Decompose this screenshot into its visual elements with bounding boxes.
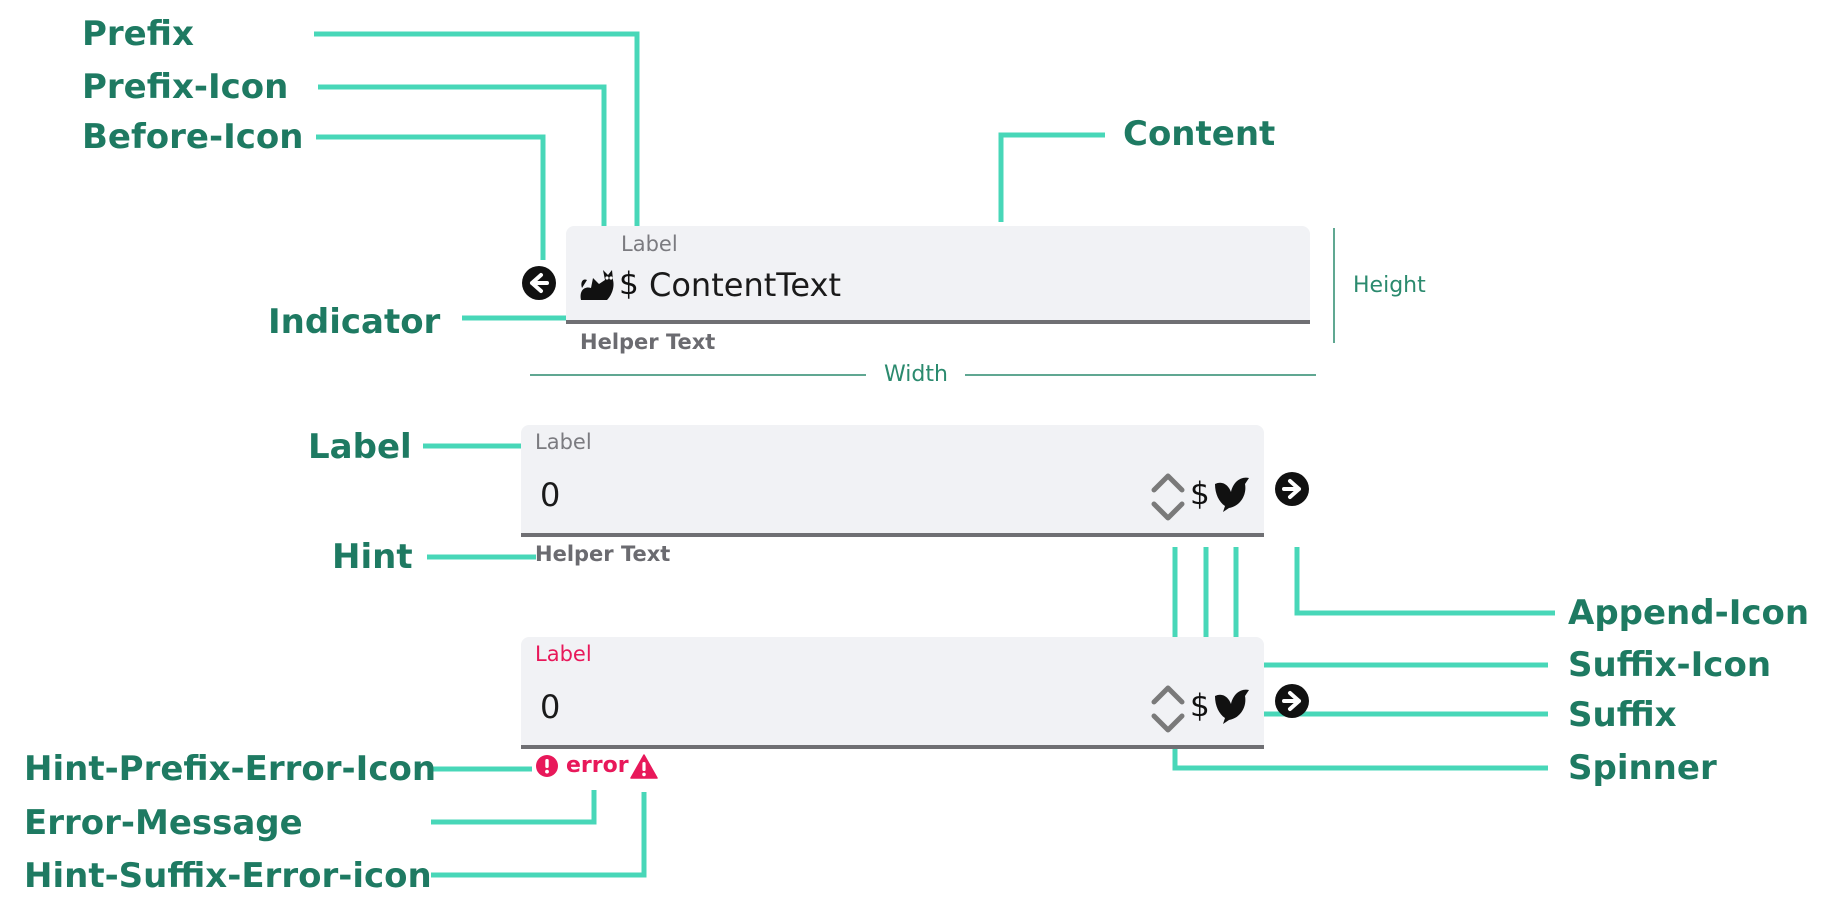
- suffix-text: $: [1190, 476, 1210, 512]
- cat-icon: [580, 270, 614, 300]
- field-label: Label: [621, 232, 678, 256]
- connector-hint-suffix-error-icon: [431, 792, 647, 878]
- connector-prefix-icon: [318, 84, 607, 259]
- annotation-suffix: Suffix: [1568, 695, 1677, 735]
- annotation-label: Label: [308, 427, 412, 467]
- annotation-content: Content: [1123, 114, 1276, 154]
- bird-icon: [1215, 477, 1249, 512]
- field-value[interactable]: 0: [540, 476, 561, 514]
- bird-icon: [1215, 689, 1249, 724]
- helper-text: Helper Text: [535, 542, 671, 566]
- exclamation-circle-icon: [536, 755, 558, 777]
- connector-spinner: [1172, 547, 1548, 771]
- number-field[interactable]: [521, 425, 1264, 537]
- annotation-prefix-icon: Prefix-Icon: [82, 67, 289, 107]
- helper-text: Helper Text: [580, 330, 716, 354]
- chevron-up-down-icon[interactable]: [1150, 678, 1186, 738]
- error-indicator-underline: [521, 745, 1264, 749]
- chevron-up-down-icon[interactable]: [1150, 466, 1186, 526]
- annotation-hint-prefix-error-icon: Hint-Prefix-Error-Icon: [24, 749, 437, 789]
- indicator-underline: [566, 320, 1310, 324]
- annotation-append-icon: Append-Icon: [1568, 593, 1810, 633]
- arrow-left-circle-icon[interactable]: [521, 265, 557, 301]
- arrow-right-circle-icon[interactable]: [1274, 471, 1310, 507]
- error-message: error: [566, 753, 629, 778]
- annotation-suffix-icon: Suffix-Icon: [1568, 645, 1772, 685]
- arrow-right-circle-icon[interactable]: [1274, 683, 1310, 719]
- annotation-hint-suffix-error-icon: Hint-Suffix-Error-icon: [24, 856, 432, 896]
- annotation-before-icon: Before-Icon: [82, 117, 304, 157]
- field-value[interactable]: 0: [540, 688, 561, 726]
- dimension-height-label: Height: [1353, 273, 1426, 298]
- connector-prefix: [314, 31, 640, 256]
- dimension-width-label: Width: [884, 362, 948, 387]
- annotation-indicator: Indicator: [268, 302, 441, 342]
- annotation-error-message: Error-Message: [24, 803, 303, 843]
- annotation-hint: Hint: [332, 537, 413, 577]
- indicator-underline: [521, 533, 1264, 537]
- annotation-prefix: Prefix: [82, 14, 194, 54]
- prefix-text: $: [619, 266, 639, 302]
- suffix-text: $: [1190, 688, 1210, 724]
- warning-triangle-icon: [630, 754, 658, 779]
- connector-error-message: [431, 790, 597, 825]
- error-field[interactable]: [521, 637, 1264, 749]
- connector-content: [998, 132, 1105, 222]
- connector-append-icon: [1294, 547, 1555, 616]
- field-label: Label: [535, 642, 592, 666]
- connector-before-icon: [316, 134, 546, 260]
- field-label: Label: [535, 430, 592, 454]
- content-text[interactable]: ContentText: [649, 266, 841, 304]
- connector-suffix-icon: [1233, 547, 1548, 668]
- annotation-spinner: Spinner: [1568, 748, 1717, 788]
- content-field[interactable]: [566, 226, 1310, 324]
